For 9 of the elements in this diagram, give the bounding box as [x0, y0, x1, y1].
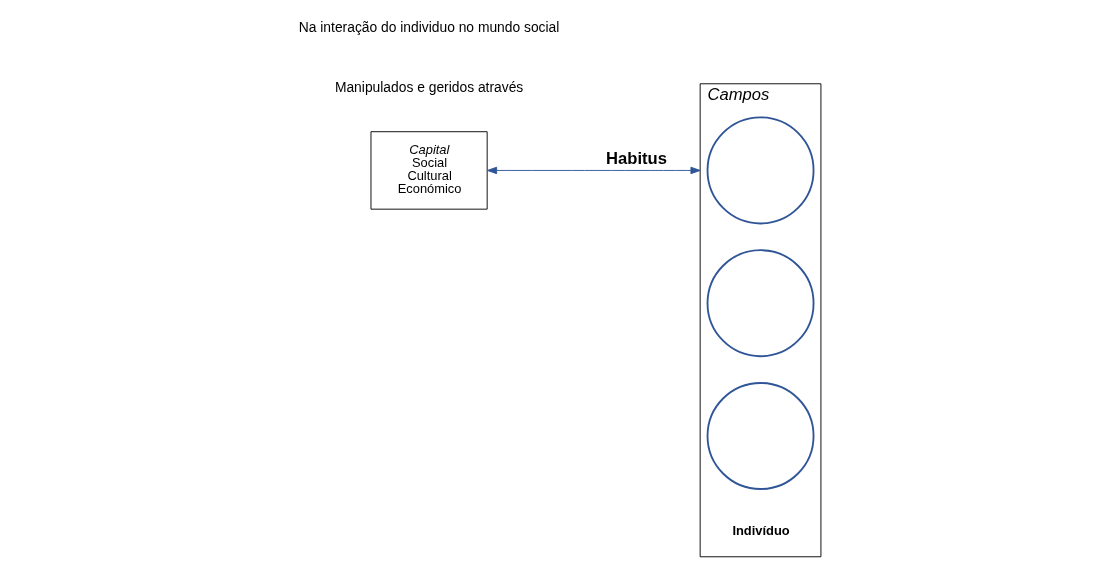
label: Manipulados e geridos através — [334, 78, 523, 95]
node-circle — [706, 116, 814, 225]
label: Na interação do individuo no mundo social — [298, 18, 559, 35]
label: Indivíduo — [731, 523, 790, 539]
node-circle — [706, 382, 814, 490]
edge-label: Habitus — [605, 149, 667, 169]
node-circle — [706, 249, 814, 358]
node-box: Capital Social Cultural Económico — [370, 131, 488, 210]
arrow — [486, 166, 701, 175]
